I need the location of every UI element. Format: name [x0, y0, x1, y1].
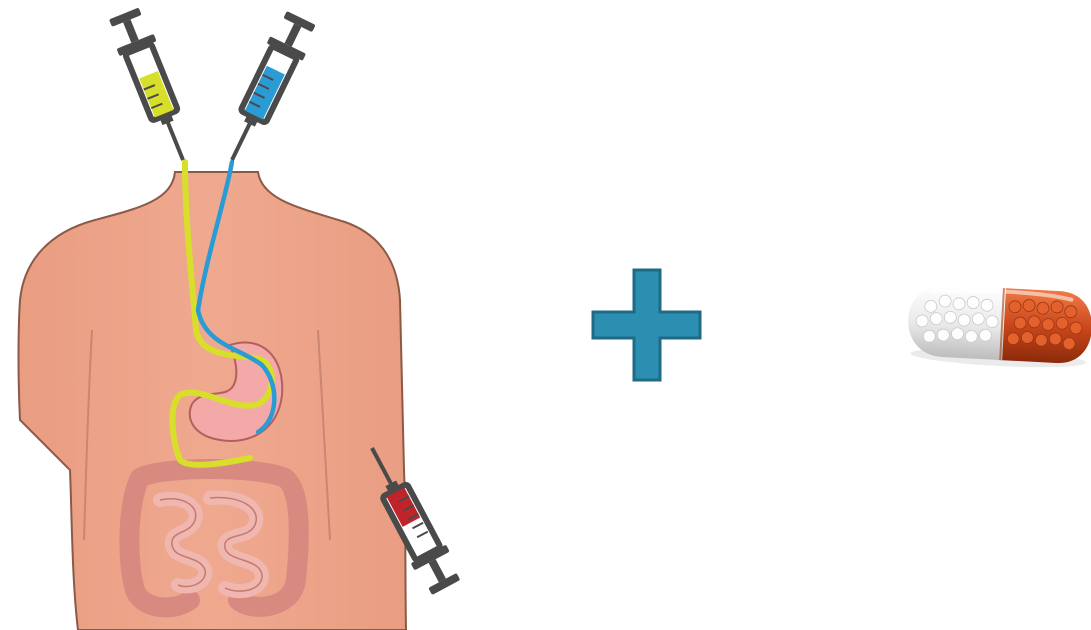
- plus-icon: [593, 270, 700, 380]
- syringe-blue: [214, 9, 319, 169]
- syringe-yellow: [105, 6, 201, 167]
- capsule-pill-icon: [906, 283, 1091, 371]
